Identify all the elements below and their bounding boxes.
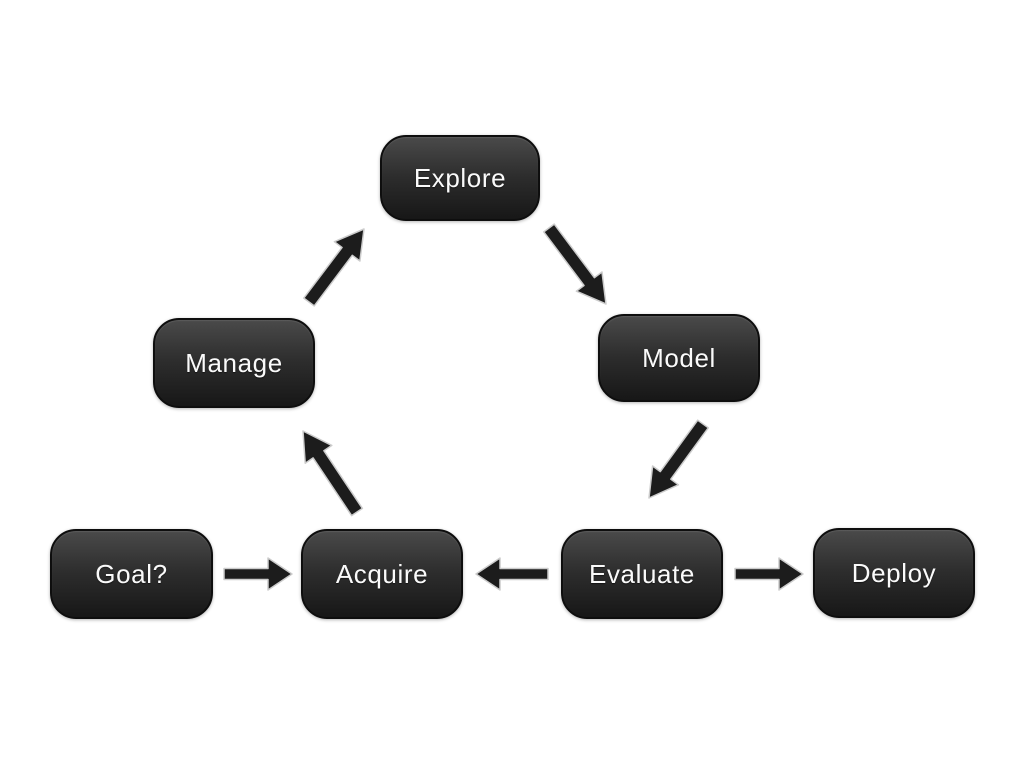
node-explore-label: Explore — [413, 162, 507, 193]
arrow-evaluate-to-deploy — [734, 557, 804, 591]
node-manage-label: Manage — [185, 347, 283, 378]
arrow-model-to-evaluate — [648, 419, 710, 499]
arrow-manage-to-explore — [303, 228, 365, 307]
node-manage: Manage — [153, 318, 315, 408]
node-goal-label: Goal? — [95, 558, 168, 589]
arrow-goal-to-acquire — [223, 557, 293, 591]
node-evaluate: Evaluate — [561, 529, 723, 619]
arrow-acquire-to-manage — [302, 430, 364, 517]
node-goal: Goal? — [50, 529, 213, 619]
node-model: Model — [598, 314, 760, 402]
node-acquire: Acquire — [301, 529, 463, 619]
node-explore: Explore — [380, 135, 540, 221]
arrow-evaluate-to-acquire — [475, 557, 549, 591]
node-model-label: Model — [642, 342, 716, 373]
node-acquire-label: Acquire — [335, 558, 429, 589]
node-deploy: Deploy — [813, 528, 975, 618]
node-evaluate-label: Evaluate — [589, 558, 695, 589]
node-deploy-label: Deploy — [851, 557, 937, 588]
arrow-explore-to-model — [543, 223, 607, 305]
